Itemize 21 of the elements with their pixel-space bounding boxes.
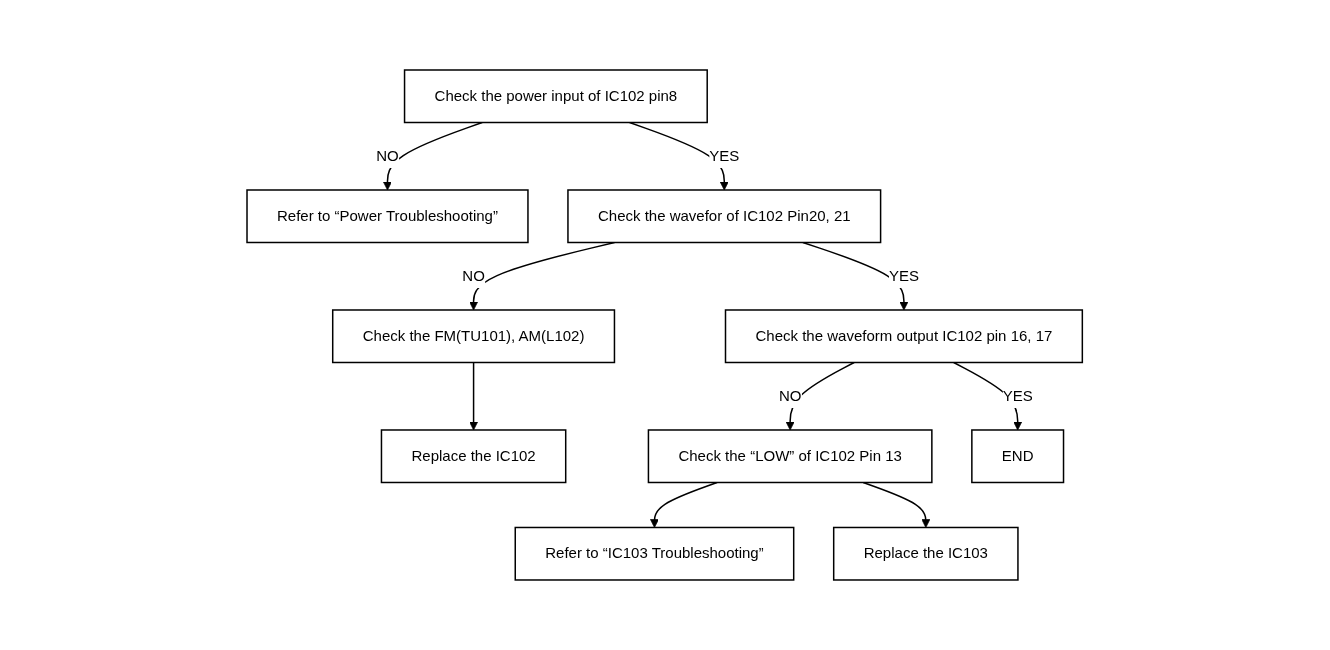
node-box: Check the wavefor of IC102 Pin20, 21 — [567, 189, 882, 244]
edge-label: YES — [1003, 386, 1034, 404]
node-box: Refer to “IC103 Troubleshooting” — [514, 526, 795, 581]
arrow — [629, 121, 729, 191]
node-box: Check the waveform output IC102 pin 16, 17 — [725, 309, 1084, 364]
arrow — [862, 481, 931, 528]
node-box: Check the power input of IC102 pin8 — [404, 69, 709, 124]
node-box: END — [971, 429, 1065, 484]
edge-label: NO — [462, 266, 486, 284]
edge-label: NO — [376, 147, 400, 164]
edge-label: YES — [889, 266, 920, 284]
arrow — [802, 241, 909, 311]
node-box: Check the “LOW” of IC102 Pin 13 — [648, 429, 933, 484]
node-box: Check the FM(TU101), AM(L102) — [332, 309, 616, 364]
edge-label: YES — [709, 147, 740, 164]
edge-label: NO — [779, 386, 802, 404]
node-box: Replace the IC103 — [833, 526, 1019, 581]
node-box: Replace the IC102 — [381, 429, 567, 484]
node-box: Refer to “Power Troubleshooting” — [246, 189, 530, 244]
arrow — [786, 361, 856, 431]
arrow — [469, 361, 479, 431]
